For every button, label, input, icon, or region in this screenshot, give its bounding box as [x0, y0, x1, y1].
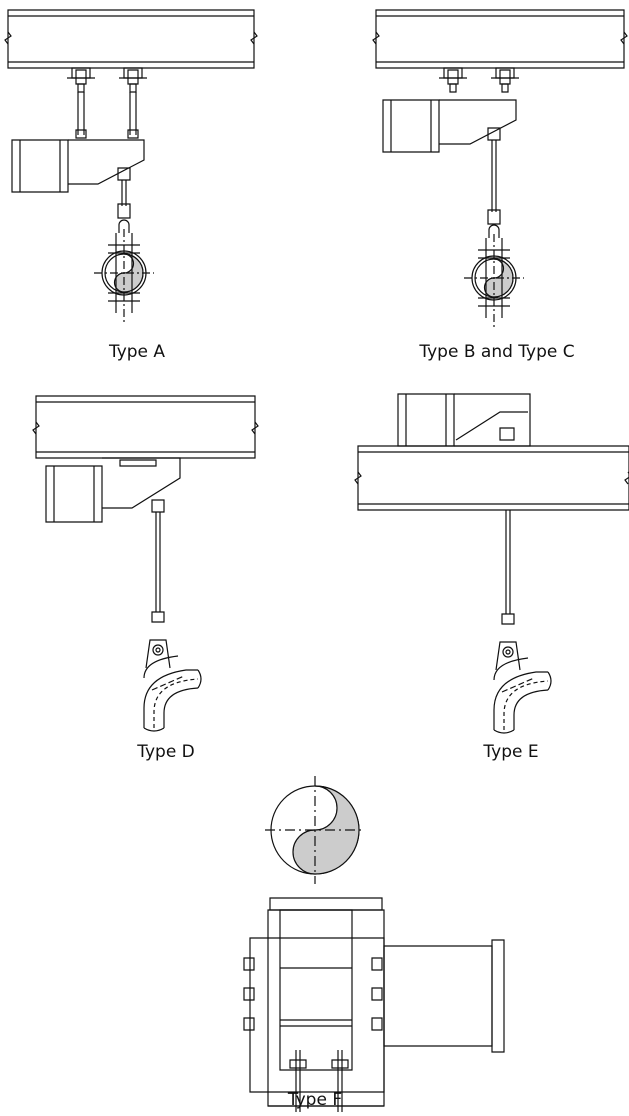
- caption-type-e: Type E: [483, 742, 539, 762]
- type-bc-assembly: [372, 10, 628, 329]
- caption-type-f: Type F: [287, 1090, 343, 1110]
- caption-type-b-and-c: Type B and Type C: [419, 342, 575, 362]
- caption-type-a: Type A: [108, 342, 166, 362]
- type-e-assembly: [354, 394, 629, 734]
- caption-type-d: Type D: [137, 742, 195, 762]
- type-d-assembly: [32, 396, 259, 732]
- type-f-assembly: [244, 776, 504, 1112]
- type-a-assembly: [4, 10, 258, 324]
